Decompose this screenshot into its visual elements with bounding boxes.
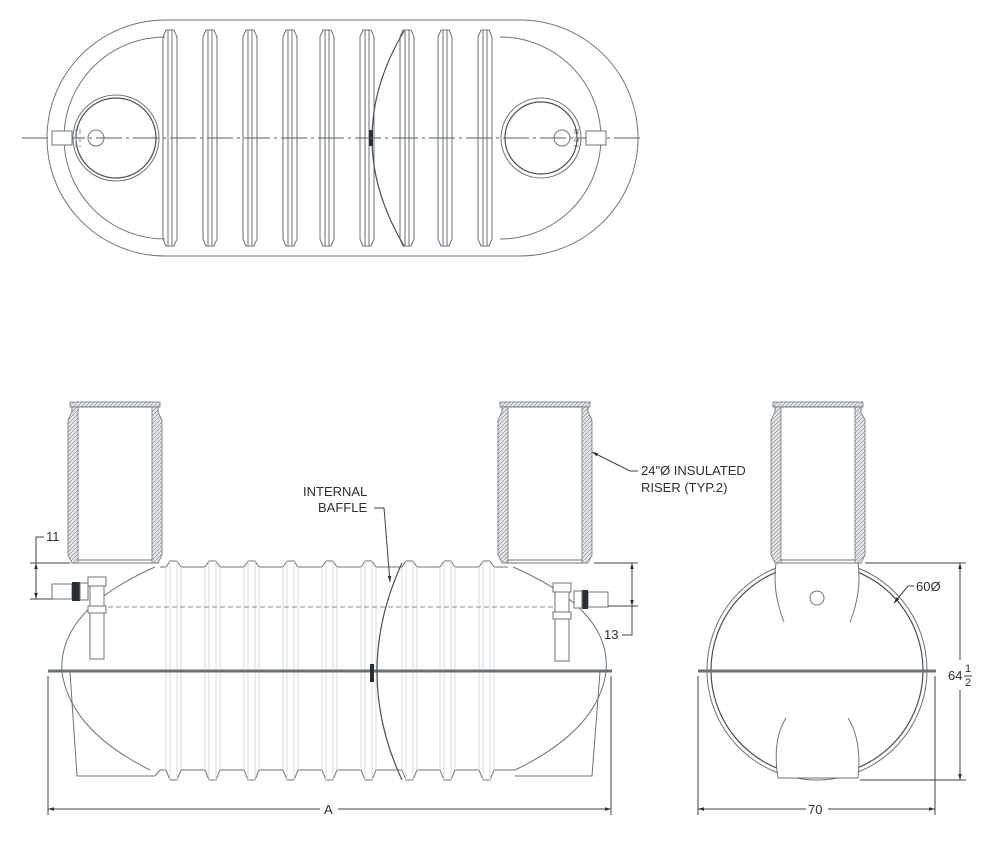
side-baffle (376, 562, 403, 781)
svg-text:INTERNAL: INTERNAL (303, 484, 367, 499)
dim-inlet-drop: 11 (30, 529, 70, 600)
svg-text:70: 70 (808, 802, 822, 817)
svg-text:2: 2 (965, 677, 971, 689)
svg-text:24"Ø INSULATED: 24"Ø INSULATED (641, 463, 746, 478)
plan-riser-inlet (51, 94, 160, 182)
callout-internal-baffle: INTERNAL BAFFLE (303, 484, 392, 583)
dim-height: 64 1 2 (860, 562, 972, 781)
end-elevation: 60Ø 64 1 2 70 (697, 401, 972, 817)
dim-outlet-drop: 13 (594, 562, 638, 642)
side-riser-outlet (497, 401, 593, 564)
outlet-tee (552, 582, 609, 662)
svg-text:BAFFLE: BAFFLE (318, 500, 367, 515)
plan-riser-outlet (500, 97, 607, 179)
side-elevation: 11 13 A 24"Ø INSULATED RISER (TYP.2) INT… (30, 401, 746, 817)
svg-text:1: 1 (965, 663, 971, 675)
dim-diameter: 60Ø (893, 579, 941, 604)
svg-text:13: 13 (604, 627, 618, 642)
side-riser-inlet (67, 401, 163, 564)
svg-text:60Ø: 60Ø (916, 579, 941, 594)
dim-width: 70 (697, 676, 936, 817)
svg-text:64: 64 (948, 668, 962, 683)
end-riser (770, 401, 866, 564)
svg-text:11: 11 (46, 529, 60, 544)
svg-text:A: A (324, 802, 333, 817)
svg-text:RISER (TYP.2): RISER (TYP.2) (641, 480, 727, 495)
dim-length: A (47, 676, 612, 817)
callout-insulated-riser: 24"Ø INSULATED RISER (TYP.2) (591, 451, 746, 495)
inlet-tee (51, 576, 107, 660)
plan-view (22, 19, 640, 257)
